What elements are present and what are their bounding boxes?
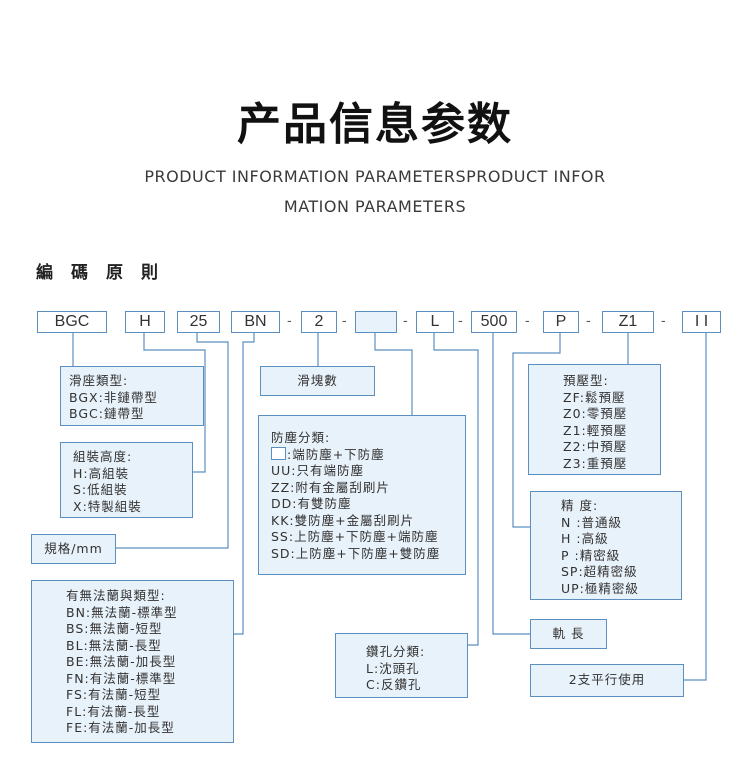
- connector-flange: [234, 333, 255, 635]
- box-dust: 防塵分類: :端防塵+下防塵 UU:只有端防塵 ZZ:附有金屬刮刷片 DD:有雙…: [258, 415, 466, 575]
- page-subtitle: PRODUCT INFORMATION PARAMETERSPRODUCT IN…: [144, 167, 606, 216]
- box-line: N :普通級: [561, 514, 623, 530]
- connector-dust: [374, 333, 413, 415]
- box-line: L:沈頭孔: [366, 660, 420, 676]
- box-title: 防塵分類:: [271, 430, 331, 445]
- box-flange: 有無法蘭與類型: BN:無法蘭-標準型 BS:無法蘭-短型 BL:無法蘭-長型 …: [31, 580, 234, 743]
- connector-drill: [433, 333, 479, 646]
- box-line: FE:有法蘭-加長型: [66, 720, 175, 735]
- box-line: BGC:鏈帶型: [69, 406, 145, 421]
- box-line: DD:有雙防塵: [271, 496, 352, 511]
- connector-spec: [116, 333, 229, 549]
- code-separator: -: [661, 312, 666, 328]
- box-line: FL:有法蘭-長型: [66, 703, 161, 719]
- box-line: BS:無法蘭-短型: [66, 621, 163, 636]
- box-title: 滑座類型:: [69, 373, 129, 388]
- box-slider-type: 滑座類型: BGX:非鏈帶型 BGC:鏈帶型: [60, 366, 204, 426]
- connector-parallel: [684, 333, 707, 681]
- code-dust-blank: [355, 311, 397, 333]
- box-line: Z1:輕預壓: [563, 422, 628, 438]
- code-flange: BN: [231, 311, 280, 333]
- box-drill: 鑽孔分類: L:沈頭孔 C:反鑽孔: [335, 633, 468, 698]
- code-separator: -: [342, 312, 347, 328]
- box-title: 預壓型:: [563, 373, 609, 388]
- box-line: BN:無法蘭-標準型: [66, 604, 178, 620]
- box-line: ZF:鬆預壓: [563, 389, 626, 405]
- box-line: SD:上防塵+下防塵+雙防塵: [271, 545, 441, 561]
- box-line: Z3:重預壓: [563, 455, 628, 471]
- box-title: 規格/mm: [44, 540, 103, 556]
- code-separator: -: [287, 312, 292, 328]
- box-line: X:特製組裝: [73, 498, 142, 514]
- section-title: 編碼原則: [36, 263, 176, 283]
- box-line: SS:上防塵+下防塵+端防塵: [271, 529, 439, 544]
- code-rail-length: 500: [471, 311, 517, 333]
- box-line: FS:有法蘭-短型: [66, 687, 162, 702]
- box-title: 有無法蘭與類型:: [66, 588, 166, 603]
- box-title: 軌 長: [552, 625, 585, 641]
- code-drill: L: [416, 311, 454, 333]
- box-block-count: 滑塊數: [260, 366, 375, 396]
- box-line: BE:無法蘭-加長型: [66, 654, 177, 669]
- box-parallel: 2支平行使用: [530, 664, 684, 697]
- blank-code-square-icon: [271, 446, 286, 460]
- box-line: UP:極精密級: [561, 580, 639, 596]
- box-line: S:低組裝: [73, 482, 128, 497]
- box-line-text: :端防塵+下防塵: [287, 446, 385, 462]
- box-line: Z0:零預壓: [563, 406, 628, 421]
- box-line: C:反鑽孔: [366, 677, 422, 692]
- code-precision: P: [543, 311, 579, 333]
- code-separator: -: [403, 312, 408, 328]
- box-line: KK:雙防塵+金屬刮刷片: [271, 512, 415, 528]
- connector-precision: [512, 333, 561, 528]
- connector-rail-length: [492, 333, 530, 635]
- box-assembly-height: 組裝高度: H:高組裝 S:低組裝 X:特製組裝: [60, 442, 193, 518]
- box-line: UU:只有端防塵: [271, 463, 365, 478]
- box-line: BGX:非鏈帶型: [69, 389, 158, 405]
- code-block-count: 2: [301, 311, 337, 333]
- code-preload: Z1: [602, 311, 654, 333]
- code-separator: -: [458, 312, 463, 328]
- box-precision: 精 度: N :普通級 H :高級 P :精密級 SP:超精密級 UP:極精密級: [530, 491, 682, 600]
- box-line: BL:無法蘭-長型: [66, 637, 162, 653]
- code-separator: -: [525, 312, 530, 328]
- page-title: 产品信息参数: [237, 99, 513, 150]
- code-parallel: I I: [682, 311, 721, 333]
- code-size: 25: [177, 311, 220, 333]
- box-line: Z2:中預壓: [563, 439, 628, 454]
- box-line: FN:有法蘭-標準型: [66, 670, 177, 686]
- box-title: 組裝高度:: [73, 449, 133, 464]
- box-title: 滑塊數: [297, 372, 338, 388]
- box-rail-length: 軌 長: [530, 619, 607, 649]
- box-title: 精 度:: [561, 498, 599, 513]
- code-separator: -: [586, 312, 591, 328]
- box-spec: 規格/mm: [31, 534, 116, 564]
- box-preload: 預壓型: ZF:鬆預壓 Z0:零預壓 Z1:輕預壓 Z2:中預壓 Z3:重預壓: [528, 364, 661, 475]
- code-assembly-height: H: [125, 311, 165, 333]
- box-title: 鑽孔分類:: [366, 644, 426, 659]
- box-line: H :高級: [561, 531, 609, 546]
- box-line: :端防塵+下防塵: [271, 446, 465, 464]
- box-line: SP:超精密級: [561, 564, 638, 579]
- box-line: ZZ:附有金屬刮刷片: [271, 479, 390, 495]
- box-line: H:高組裝: [73, 465, 130, 481]
- box-line: P :精密級: [561, 547, 621, 563]
- code-series: BGC: [37, 311, 107, 333]
- connector-assembly-height: [143, 333, 206, 473]
- box-title: 2支平行使用: [568, 672, 646, 688]
